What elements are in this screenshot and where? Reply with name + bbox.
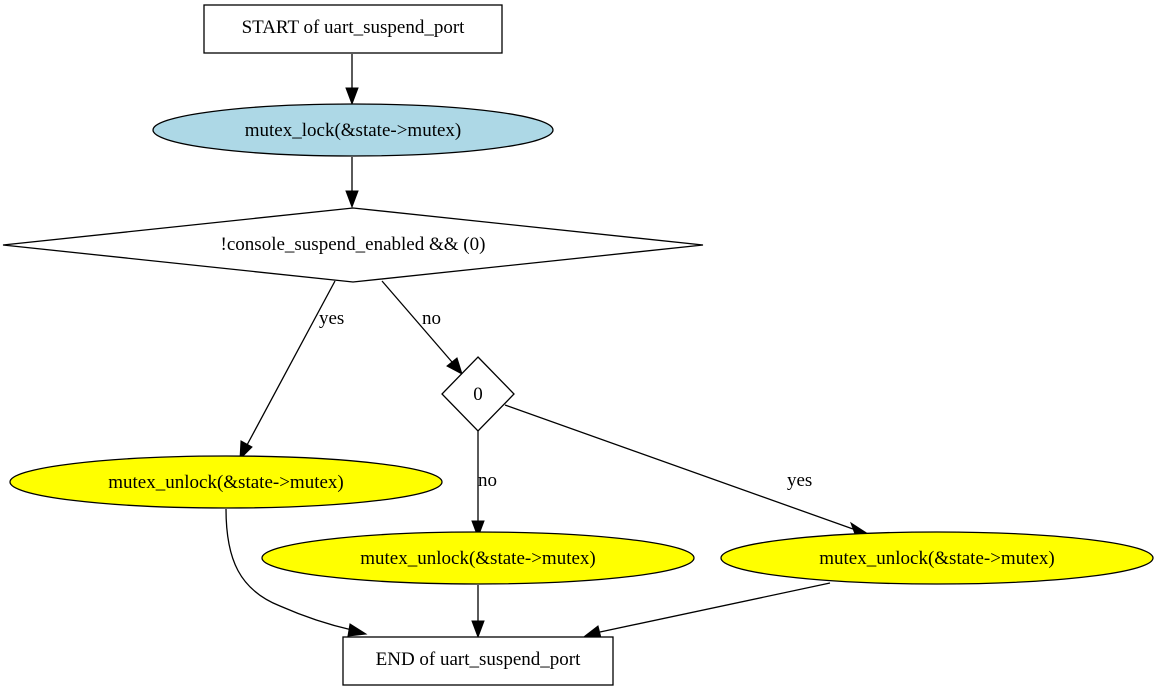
mutex-unlock-left-label: mutex_unlock(&state->mutex) [108,472,344,493]
end-node-label: END of uart_suspend_port [376,649,581,670]
arrowhead [239,440,253,461]
edge-zero-yes-to-unlock-right: yes [504,404,870,535]
arrowhead [446,357,463,376]
mutex-unlock-right-label: mutex_unlock(&state->mutex) [819,548,1055,569]
arrowhead [345,190,359,209]
start-box [203,4,503,54]
mutex-unlock-right-ellipse [720,531,1154,585]
arrowhead [850,521,870,535]
mutex-lock-node[interactable]: mutex_lock(&state->mutex) [152,103,554,157]
start-node[interactable]: START of uart_suspend_port [203,4,503,54]
edge-label-yes: yes [787,470,812,491]
mutex-unlock-middle-ellipse [261,531,695,585]
arrowhead [583,625,602,639]
mutex-unlock-right-node[interactable]: mutex_unlock(&state->mutex) [720,531,1154,585]
mutex-unlock-middle-label: mutex_unlock(&state->mutex) [360,548,596,569]
condition-zero-node[interactable]: 0 [441,356,515,432]
mutex-lock-ellipse [152,103,554,157]
condition-diamond [2,207,704,283]
edge-label-no: no [422,308,441,329]
arrowhead [345,87,359,106]
zero-diamond [441,356,515,432]
edge-condition-yes-to-unlock-left: yes [239,280,344,461]
mutex-lock-label: mutex_lock(&state->mutex) [245,120,462,141]
edge-zero-no-to-unlock-middle: no [471,431,497,539]
condition-console-suspend-node[interactable]: !console_suspend_enabled && (0) [2,207,704,283]
edge-unlock-left-to-end [225,508,368,637]
edge-unlock-middle-to-end [471,585,485,639]
start-node-label: START of uart_suspend_port [242,17,466,38]
zero-condition-label: 0 [473,384,483,405]
edge-condition-no-to-zero-check: no [381,280,463,376]
condition-label: !console_suspend_enabled && (0) [221,234,486,255]
end-node[interactable]: END of uart_suspend_port [342,636,614,686]
mutex-unlock-left-ellipse [9,455,443,509]
end-box [342,636,614,686]
edge-start-to-lock [345,54,359,106]
edge-label-yes: yes [319,308,344,329]
edge-lock-to-condition [345,157,359,209]
mutex-unlock-left-node[interactable]: mutex_unlock(&state->mutex) [9,455,443,509]
arrowhead [471,520,485,539]
arrowhead [347,623,368,637]
edge-unlock-right-to-end [583,582,831,639]
mutex-unlock-middle-node[interactable]: mutex_unlock(&state->mutex) [261,531,695,585]
arrowhead [471,620,485,639]
edge-label-no: no [478,470,497,491]
